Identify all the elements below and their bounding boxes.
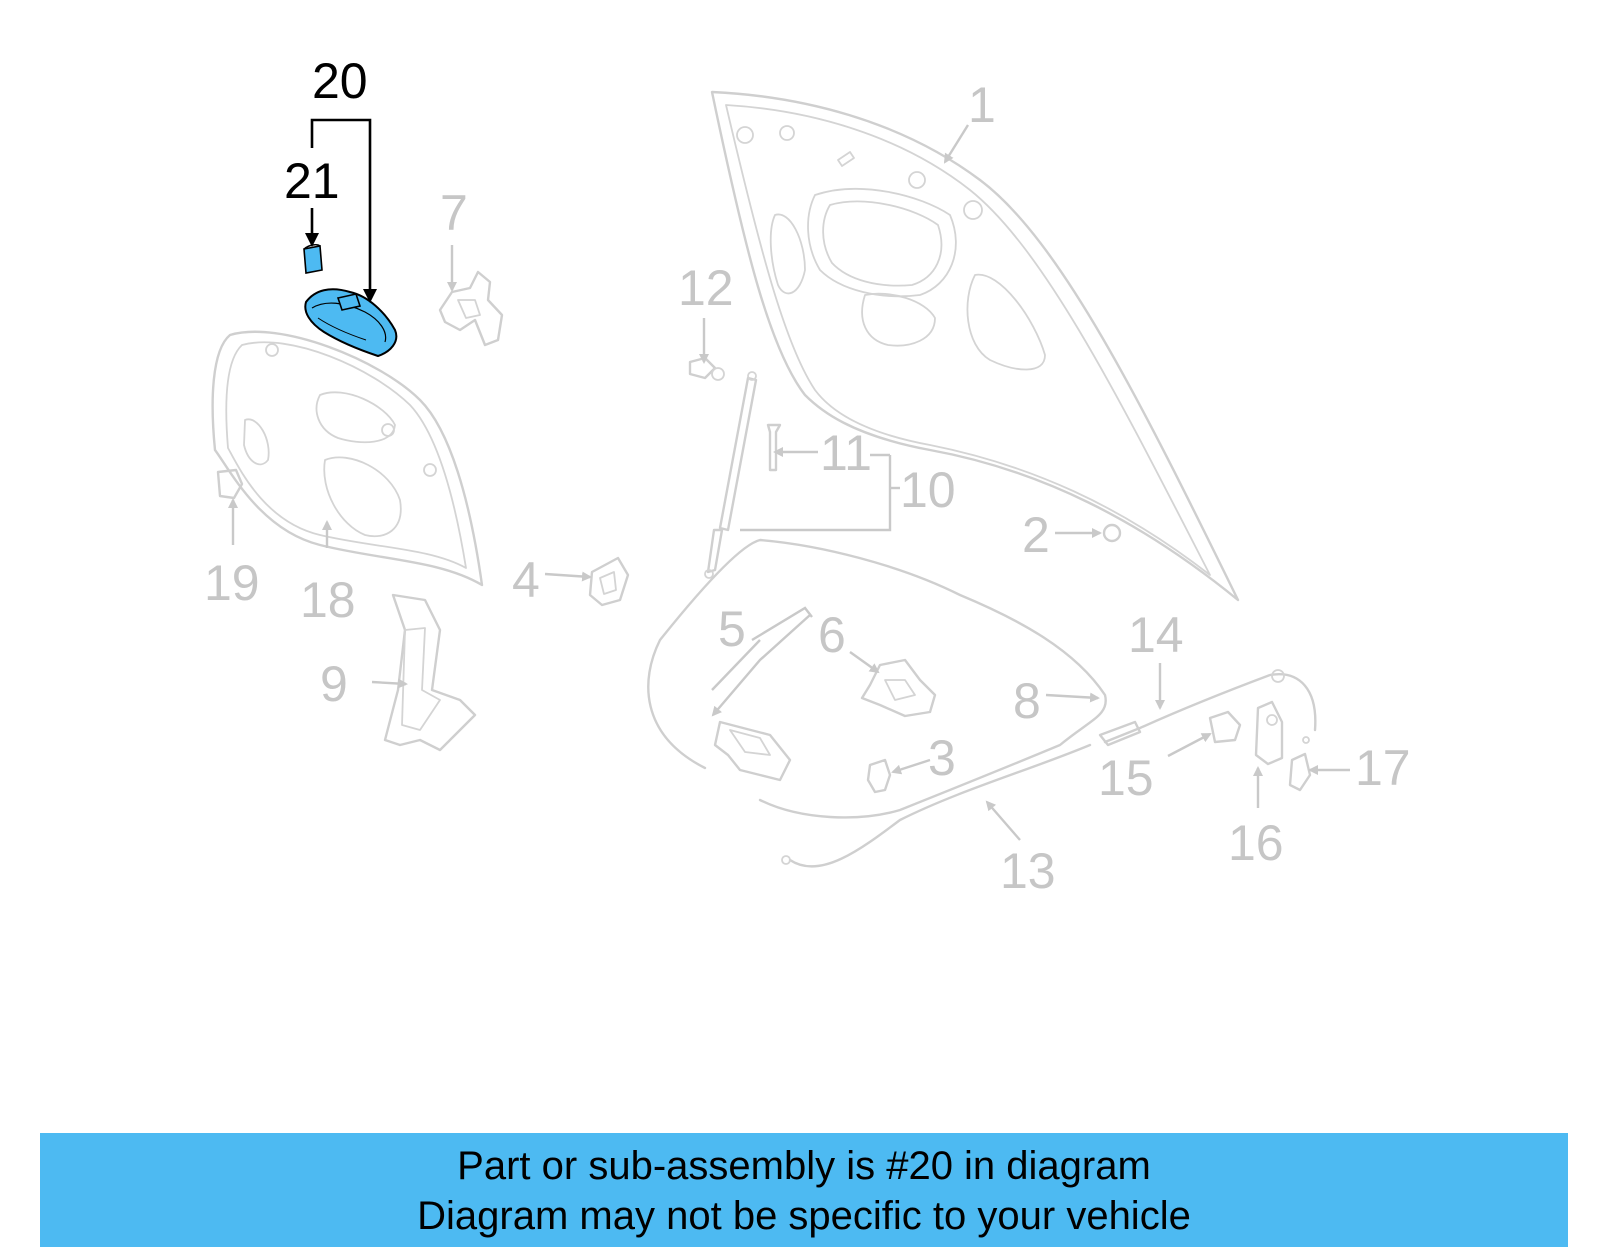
plug-21-part <box>303 244 323 274</box>
hood-part <box>710 90 1240 602</box>
callout-20: 20 <box>312 53 368 109</box>
release-handle-5-part <box>713 720 792 782</box>
callout-14: 14 <box>1128 607 1184 663</box>
callout-11: 11 <box>820 425 872 481</box>
handle-16-part <box>1254 700 1284 766</box>
highlight-leader-lines <box>305 118 377 303</box>
clip-17-part <box>1288 752 1312 792</box>
washer-reservoir-20-part <box>304 288 398 358</box>
release-cable-13-part <box>781 743 1092 868</box>
callout-17: 17 <box>1355 740 1411 796</box>
banner-line-1: Part or sub-assembly is #20 in diagram <box>457 1144 1151 1188</box>
hood-insulator-part <box>211 330 484 587</box>
callout-4: 4 <box>512 552 540 608</box>
bumper-12-part <box>688 356 725 381</box>
bracket-6-part <box>860 658 937 718</box>
weatherstrip-8-part <box>647 538 1107 819</box>
clip-19-part <box>216 468 244 500</box>
parts-diagram: 1 2 3 4 5 6 7 8 9 10 11 12 13 14 15 16 1… <box>204 53 1411 899</box>
bracket-9-part <box>383 593 477 752</box>
callout-21: 21 <box>284 153 340 209</box>
strut-10-part <box>704 371 758 579</box>
info-banner: Part or sub-assembly is #20 in diagram D… <box>40 1133 1568 1247</box>
callout-8: 8 <box>1013 673 1041 729</box>
callout-10: 10 <box>900 462 956 518</box>
callout-13: 13 <box>1000 843 1056 899</box>
hinge-7-part <box>438 270 504 347</box>
callout-16: 16 <box>1228 815 1284 871</box>
clip-11-part <box>766 423 782 472</box>
clip-15-part <box>1208 710 1242 744</box>
callout-3: 3 <box>928 730 956 786</box>
latch-4-part <box>588 556 630 607</box>
leader-lines <box>228 124 1350 841</box>
banner-line-2: Diagram may not be specific to your vehi… <box>417 1194 1191 1238</box>
cable-14-part <box>1098 669 1317 747</box>
grommet-2-part <box>1102 523 1122 543</box>
callout-18: 18 <box>300 572 356 628</box>
callout-15: 15 <box>1098 750 1154 806</box>
callout-19: 19 <box>204 555 260 611</box>
callout-7: 7 <box>440 185 468 241</box>
callout-9: 9 <box>320 656 348 712</box>
callout-2: 2 <box>1022 507 1050 563</box>
callout-5: 5 <box>718 601 746 657</box>
callout-1: 1 <box>968 77 996 133</box>
callout-12: 12 <box>678 260 734 316</box>
callout-6: 6 <box>818 607 846 663</box>
clip-3-part <box>866 758 892 794</box>
